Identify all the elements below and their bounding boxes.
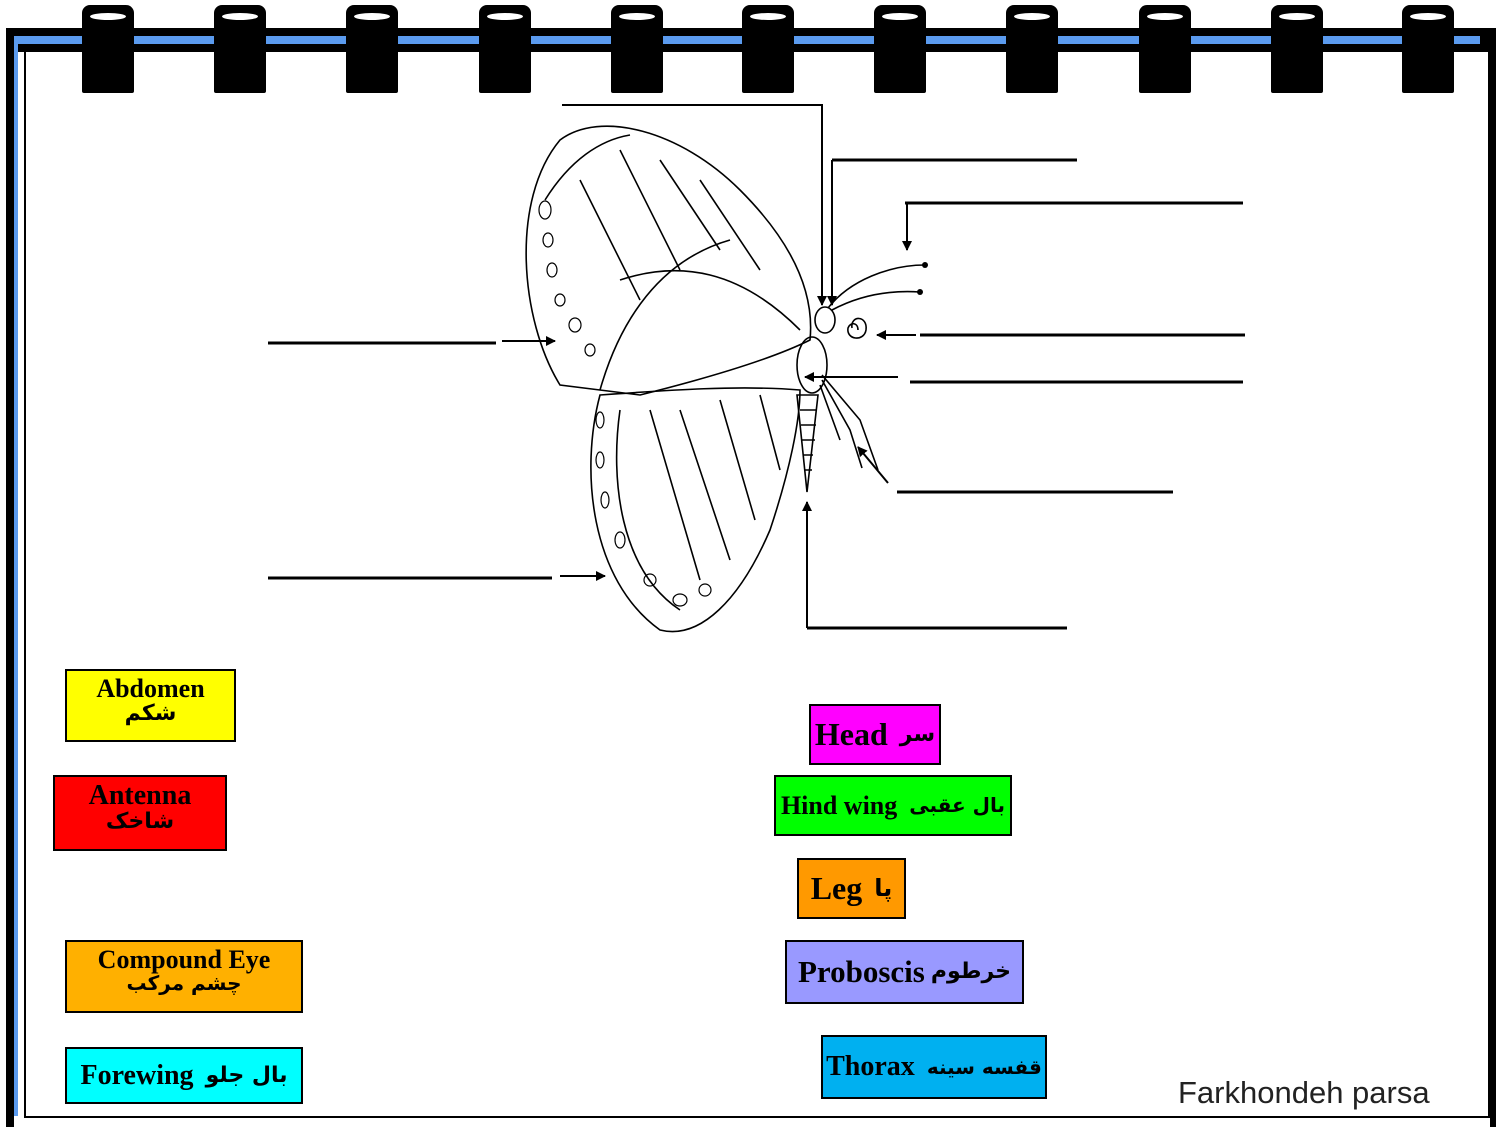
label-fa: قفسه سینه xyxy=(926,1054,1042,1079)
label-fa: شاخک xyxy=(105,809,175,835)
label-card-compound-eye[interactable]: Compound Eye چشم مرکب xyxy=(65,940,303,1013)
binder-ring xyxy=(82,5,134,93)
label-card-thorax[interactable]: Thorax قفسه سینه xyxy=(821,1035,1047,1099)
label-card-abdomen[interactable]: Abdomen شکم xyxy=(65,669,236,742)
label-fa: پا xyxy=(874,873,893,902)
author-credit: Farkhondeh parsa xyxy=(1178,1075,1430,1110)
label-en: Hind wing xyxy=(780,790,898,820)
binder-ring xyxy=(1139,5,1191,93)
label-fa: چشم مرکب xyxy=(126,971,242,996)
binder-ring xyxy=(742,5,794,93)
binder-ring xyxy=(1271,5,1323,93)
label-en: Thorax xyxy=(826,1051,915,1083)
frame-accent-stripe-left xyxy=(14,36,18,1116)
label-card-forewing[interactable]: Forewing بال جلو xyxy=(65,1047,303,1104)
label-en: Proboscis xyxy=(797,953,925,989)
binder-ring xyxy=(214,5,266,93)
label-fa: بال عقبی xyxy=(909,793,1006,817)
label-card-leg[interactable]: Leg پا xyxy=(797,858,906,919)
label-fa: شکم xyxy=(124,701,177,727)
binder-ring xyxy=(1402,5,1454,93)
label-lines xyxy=(268,104,1245,630)
label-card-antenna[interactable]: Antenna شاخک xyxy=(53,775,227,851)
binder-ring xyxy=(479,5,531,93)
label-card-head[interactable]: Head سر xyxy=(809,704,941,765)
binder-ring xyxy=(1006,5,1058,93)
binder-ring xyxy=(346,5,398,93)
label-fa: بال جلو xyxy=(205,1062,288,1088)
label-fa: سر xyxy=(899,721,936,747)
label-en: Abdomen xyxy=(96,674,205,703)
binder-ring xyxy=(611,5,663,93)
label-card-hind-wing[interactable]: Hind wing بال عقبی xyxy=(774,775,1012,836)
label-en: Compound Eye xyxy=(97,945,271,974)
label-en: Leg xyxy=(810,869,863,906)
label-en: Head xyxy=(814,715,888,752)
label-en: Antenna xyxy=(88,780,192,811)
label-fa: خرطوم xyxy=(930,959,1012,985)
butterfly-drawing xyxy=(525,125,926,633)
label-en: Forewing xyxy=(80,1059,194,1091)
binder-ring xyxy=(874,5,926,93)
